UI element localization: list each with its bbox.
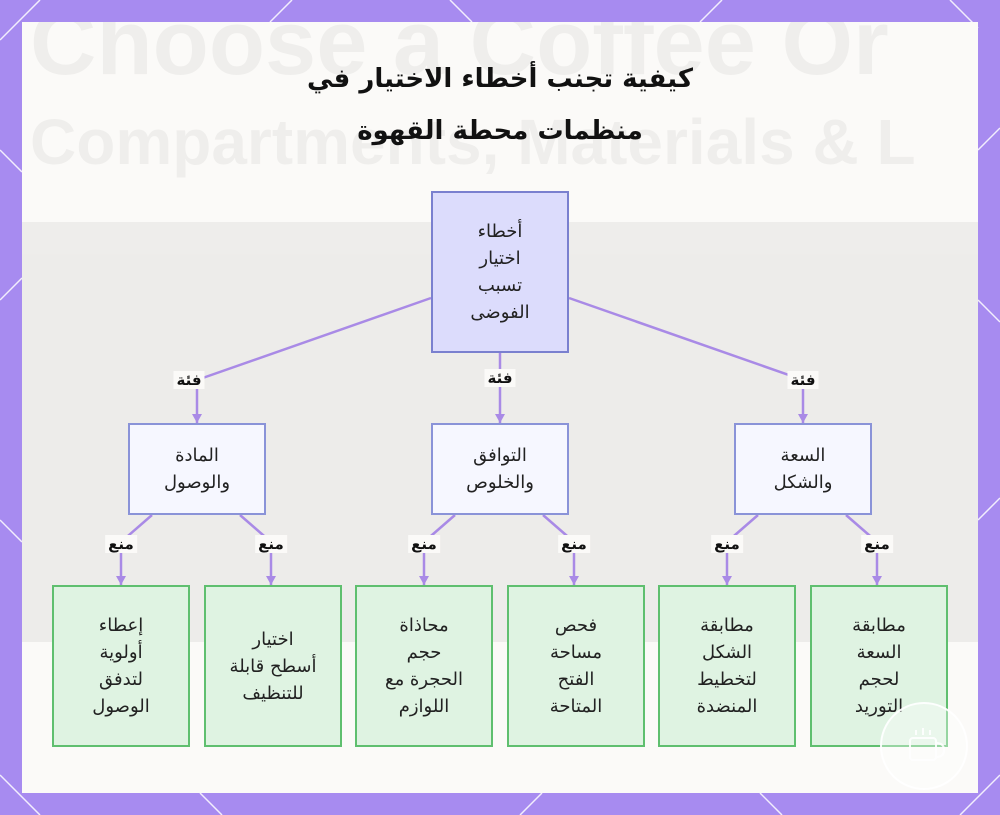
arrowhead-icon: [192, 414, 202, 423]
edge-label-prevent: منع: [861, 535, 893, 553]
arrowhead-icon: [266, 576, 276, 585]
edge-label-category: فئة: [787, 371, 818, 389]
leaf-node-prioritize-access: إعطاء أولوية لتدفق الوصول: [52, 585, 190, 747]
edge-root-cat-3: [569, 298, 803, 423]
leaf-node-match-shape-layout: مطابقة الشكل لتخطيط المنضدة: [658, 585, 796, 747]
leaf-node-align-compartment-size: محاذاة حجم الحجرة مع اللوازم: [355, 585, 493, 747]
edge-root-cat-1: [197, 298, 431, 423]
category-node-capacity-shape: السعة والشكل: [734, 423, 872, 515]
diagram-panel: Choose a Coffee Or Compartments, Materia…: [22, 22, 978, 793]
arrowhead-icon: [722, 576, 732, 585]
edge-label-prevent: منع: [711, 535, 743, 553]
category-node-fit-clearance: التوافق والخلوص: [431, 423, 569, 515]
edge-label-prevent: منع: [408, 535, 440, 553]
edge-label-prevent: منع: [105, 535, 137, 553]
edge-label-prevent: منع: [558, 535, 590, 553]
arrowhead-icon: [872, 576, 882, 585]
arrowhead-icon: [569, 576, 579, 585]
arrowhead-icon: [495, 414, 505, 423]
edge-label-category: فئة: [484, 369, 515, 387]
arrowhead-icon: [116, 576, 126, 585]
leaf-node-check-opening-space: فحص مساحة الفتح المتاحة: [507, 585, 645, 747]
edge-label-prevent: منع: [255, 535, 287, 553]
edge-label-category: فئة: [173, 371, 204, 389]
category-node-material-access: المادة والوصول: [128, 423, 266, 515]
root-node: أخطاء اختيار تسبب الفوضى: [431, 191, 569, 353]
arrowhead-icon: [419, 576, 429, 585]
leaf-node-cleanable-surfaces: اختيار أسطح قابلة للتنظيف: [204, 585, 342, 747]
root-node-text: أخطاء اختيار تسبب الفوضى: [470, 218, 529, 326]
coffee-logo-icon: [880, 702, 968, 790]
arrowhead-icon: [798, 414, 808, 423]
